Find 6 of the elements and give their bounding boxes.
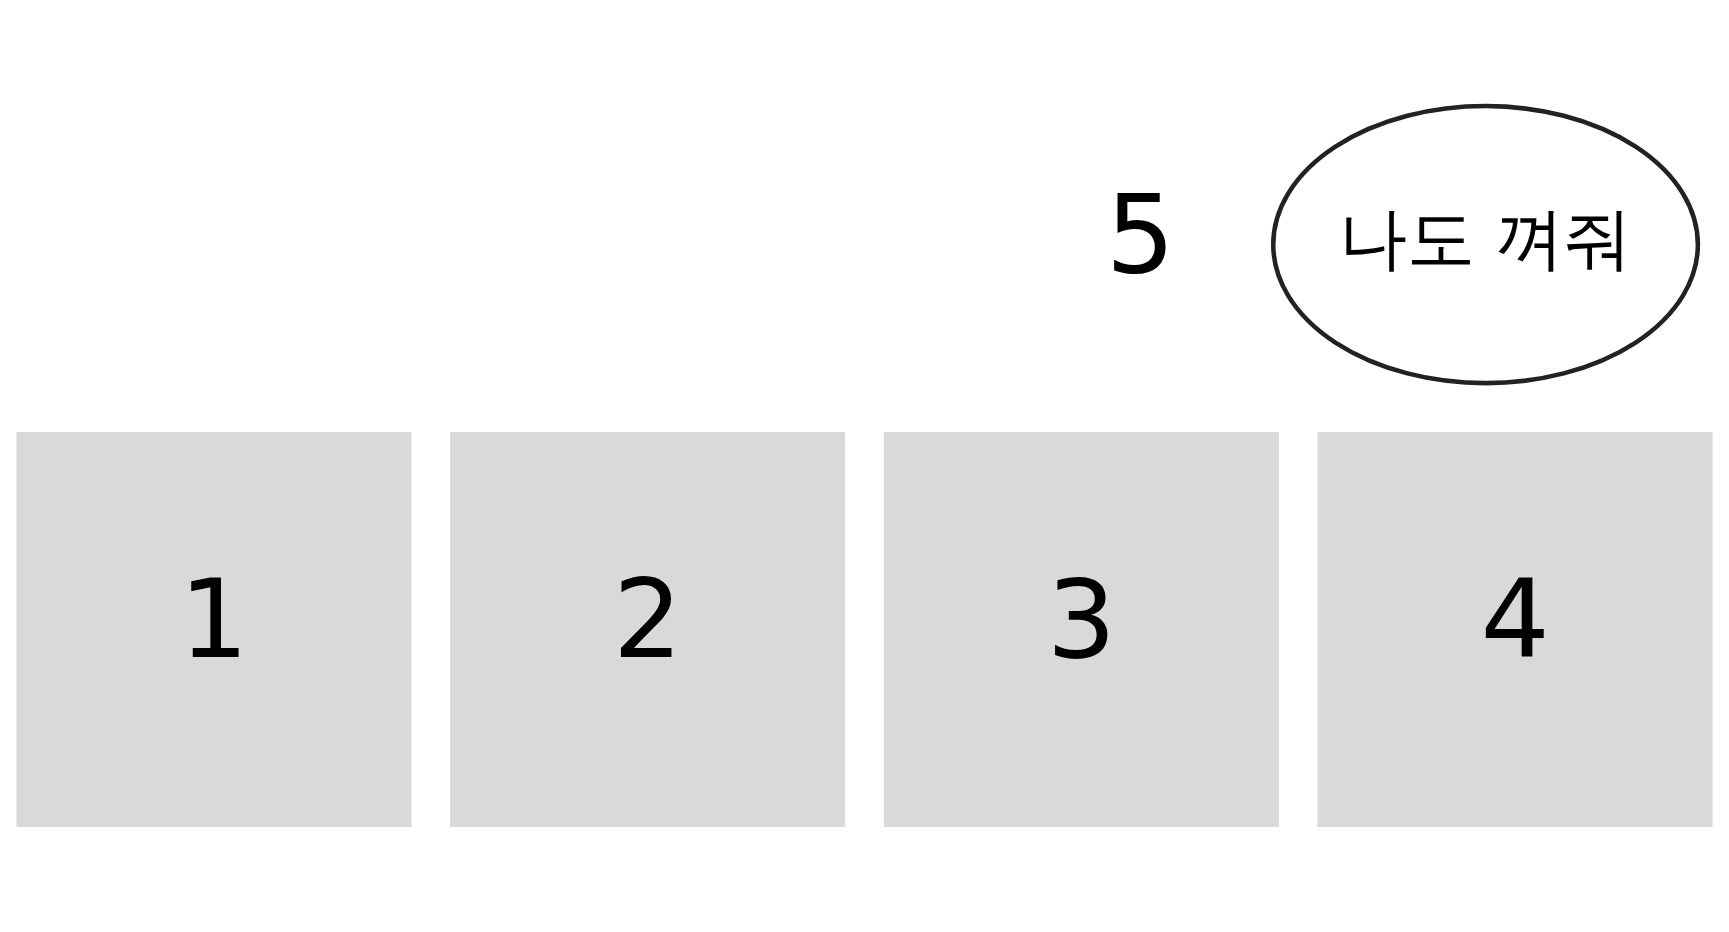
node-box: 4 <box>1317 431 1713 828</box>
label: 5 <box>1105 170 1176 298</box>
node-ellipse: 나도 껴줘 <box>1270 103 1701 386</box>
node-box: 2 <box>450 431 846 828</box>
node-box: 1 <box>16 431 412 828</box>
node-box: 3 <box>883 431 1279 828</box>
